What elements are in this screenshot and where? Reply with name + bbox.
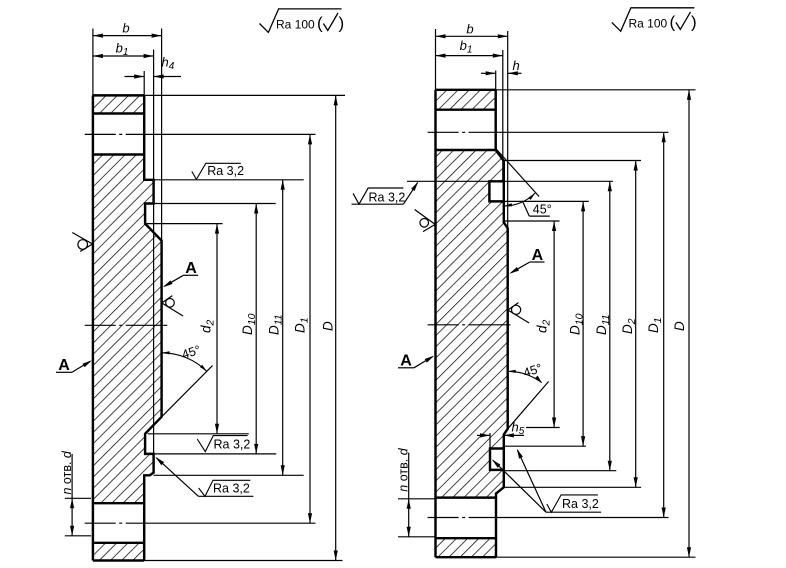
svg-text:D1: D1 xyxy=(293,317,311,333)
svg-text:A: A xyxy=(532,247,544,264)
svg-text:D: D xyxy=(672,321,687,331)
svg-text:45°: 45° xyxy=(533,202,552,216)
svg-text:h5: h5 xyxy=(512,420,525,438)
svg-text:Ra 3,2: Ra 3,2 xyxy=(207,164,244,178)
svg-text:b1: b1 xyxy=(116,41,129,59)
svg-text:Ra 3,2: Ra 3,2 xyxy=(562,497,599,511)
svg-text:A: A xyxy=(400,353,412,370)
svg-text:h: h xyxy=(513,58,520,73)
svg-text:D1: D1 xyxy=(646,317,664,333)
svg-text:): ) xyxy=(691,13,697,32)
svg-text:(: ( xyxy=(317,14,323,33)
svg-text:Ra 3,2: Ra 3,2 xyxy=(213,482,250,496)
svg-text:D11: D11 xyxy=(267,314,285,335)
svg-text:D10: D10 xyxy=(240,313,258,335)
svg-text:n отв. d: n отв. d xyxy=(60,450,74,494)
svg-text:45°: 45° xyxy=(522,361,544,380)
svg-text:b1: b1 xyxy=(460,38,473,56)
svg-text:h4: h4 xyxy=(162,55,175,73)
svg-text:D: D xyxy=(321,321,336,331)
svg-text:45°: 45° xyxy=(180,343,202,362)
svg-text:b: b xyxy=(466,21,473,36)
svg-text:A: A xyxy=(58,357,70,374)
svg-text:Ra 3,2: Ra 3,2 xyxy=(369,191,406,205)
svg-text:b: b xyxy=(122,21,129,36)
svg-text:): ) xyxy=(339,14,345,33)
svg-text:Ra 3,2: Ra 3,2 xyxy=(214,438,251,452)
svg-text:A: A xyxy=(185,260,197,277)
svg-text:Ra 100: Ra 100 xyxy=(276,18,315,32)
svg-text:d2: d2 xyxy=(535,319,553,333)
svg-text:n отв. d: n отв. d xyxy=(397,447,411,491)
svg-text:(: ( xyxy=(670,13,676,32)
svg-text:Ra 100: Ra 100 xyxy=(629,17,668,31)
svg-text:d2: d2 xyxy=(199,319,217,333)
